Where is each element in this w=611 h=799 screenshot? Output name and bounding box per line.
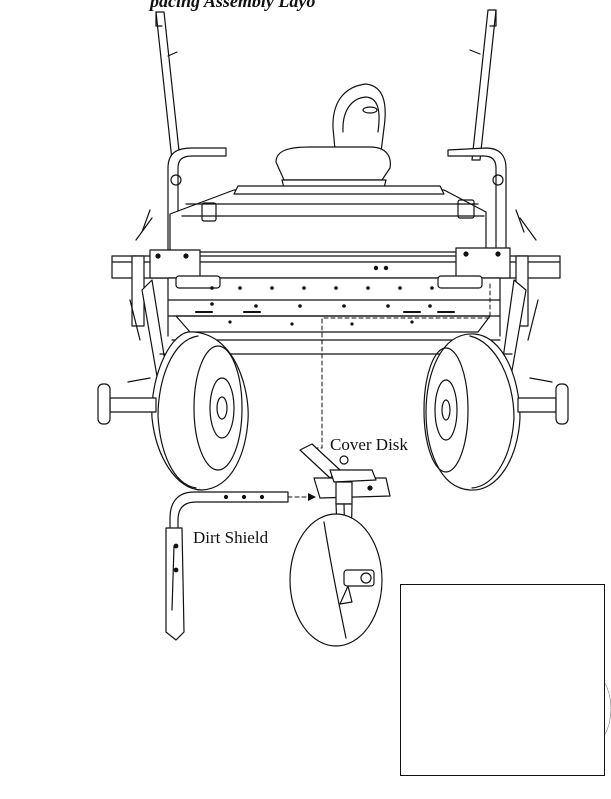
planter-frame — [111, 147, 561, 383]
left-marker-pole — [155, 11, 181, 161]
dirt-shield — [165, 491, 289, 641]
cover-disk-assembly — [289, 443, 391, 647]
cover-disk-label: Cover Disk — [330, 435, 408, 454]
dirt-shield-label: Dirt Shield — [193, 528, 269, 547]
page-heading: pacing Assembly Layo — [150, 0, 316, 11]
right-wheel — [423, 333, 569, 491]
inset-frame — [400, 584, 605, 776]
guide-arrow-icon — [308, 493, 316, 501]
right-marker-pole — [469, 9, 497, 161]
assembly-guide-line — [309, 283, 491, 449]
left-wheel — [97, 331, 249, 491]
